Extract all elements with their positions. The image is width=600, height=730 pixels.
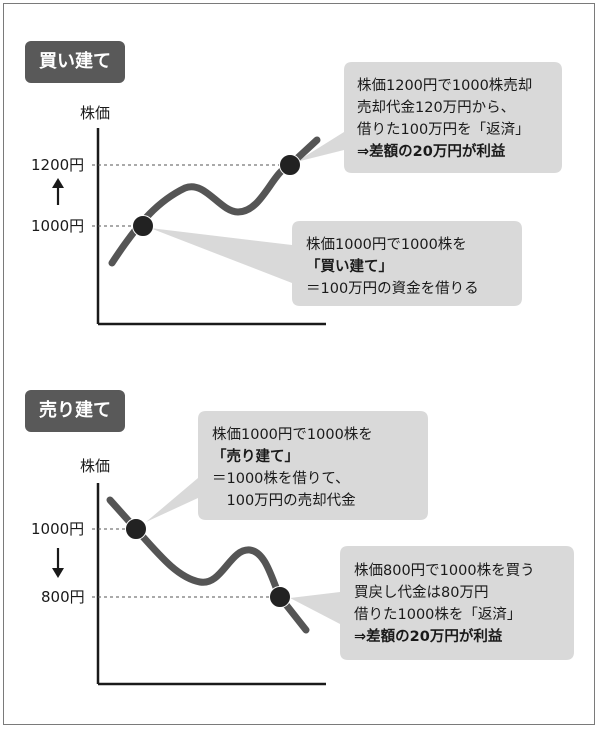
callout-line: 買戻し代金は80万円 xyxy=(354,584,488,601)
callout-line: 借りた1000株を「返済」 xyxy=(354,606,521,623)
sell-entry-callout-bubble xyxy=(146,411,428,522)
sell-entry-callout-text: 株価1000円で1000株を「売り建て」 ＝1000株を借りて、 100万円の売却… xyxy=(212,426,373,509)
callout-line: 株価1000円で1000株を xyxy=(212,426,373,443)
callout-line: ⇒差額の20万円が利益 xyxy=(357,142,506,160)
sell-price-low-label: 800円 xyxy=(41,588,85,606)
callout-line: 100万円の売却代金 xyxy=(212,492,356,509)
buy-sell-callout-bubble xyxy=(296,62,562,173)
sell-axis-label: 株価 xyxy=(80,457,111,475)
callout-line: 借りた100万円を「返済」 xyxy=(357,121,530,138)
callout-line: 「買い建て」 xyxy=(306,257,393,275)
callout-line: 株価1200円で1000株売却 xyxy=(357,77,532,94)
buy-chart: 株価1200円で1000株売却売却代金120万円から、借りた100万円を「返済」… xyxy=(52,62,562,326)
buy-price-high-label: 1200円 xyxy=(31,156,85,174)
callout-line: 売却代金120万円から、 xyxy=(357,99,515,116)
buy-exit-point xyxy=(279,154,301,176)
callout-line: 株価1000円で1000株を xyxy=(306,236,467,253)
callout-line: 「売り建て」 xyxy=(212,447,299,465)
buy-axis-label: 株価 xyxy=(80,104,111,122)
sell-exit-point xyxy=(269,586,291,608)
up-arrow-head-icon xyxy=(52,178,64,188)
buy-sell-callout-text: 株価1200円で1000株売却売却代金120万円から、借りた100万円を「返済」… xyxy=(357,77,532,160)
buy-entry-callout-text: 株価1000円で1000株を「買い建て」 ＝100万円の資金を借りる xyxy=(306,236,479,297)
buy-entry-callout-bubble xyxy=(150,221,522,306)
sell-exit-callout-text: 株価800円で1000株を買う買戻し代金は80万円借りた1000株を「返済」 ⇒差… xyxy=(354,562,535,645)
buy-entry-point xyxy=(132,215,154,237)
down-arrow-head-icon xyxy=(52,568,64,578)
callout-line: ⇒差額の20万円が利益 xyxy=(354,627,503,645)
sell-price-high-label: 1000円 xyxy=(31,520,85,538)
callout-line: 株価800円で1000株を買う xyxy=(354,562,535,579)
sell-price-curve xyxy=(106,496,310,634)
sell-exit-callout-bubble xyxy=(290,546,574,660)
sell-entry-point xyxy=(125,518,147,540)
buy-price-low-label: 1000円 xyxy=(31,217,85,235)
buy-section-title: 買い建て xyxy=(25,41,125,83)
callout-line: ＝100万円の資金を借りる xyxy=(306,280,479,297)
figure-frame xyxy=(3,3,595,725)
callout-line: ＝1000株を借りて、 xyxy=(212,470,350,487)
sell-section-title: 売り建て xyxy=(25,390,125,432)
sell-chart: 株価1000円で1000株を「売り建て」 ＝1000株を借りて、 100万円の売却… xyxy=(52,411,574,686)
